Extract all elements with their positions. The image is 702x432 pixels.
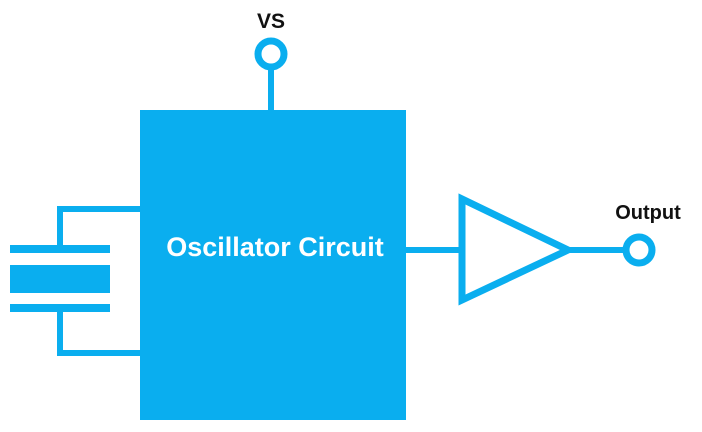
vs-terminal xyxy=(254,37,288,71)
oscillator-block xyxy=(140,110,406,420)
crystal-symbol xyxy=(10,245,110,312)
output-label: Output xyxy=(615,202,681,224)
oscillator-label: Oscillator Circuit xyxy=(166,232,384,262)
vs-label: VS xyxy=(257,10,285,33)
crystal-wires xyxy=(57,206,140,356)
output-terminal xyxy=(622,233,656,267)
buffer-amplifier-icon xyxy=(458,193,577,306)
